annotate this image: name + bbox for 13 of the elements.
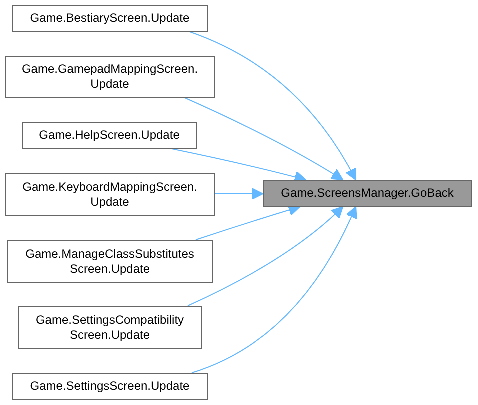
arrow xyxy=(188,206,344,306)
function-box: Game.KeyboardMappingScreen. Update xyxy=(5,173,215,216)
arrow xyxy=(192,206,358,374)
function-box: Game.SettingsScreen.Update xyxy=(12,373,208,400)
focus-function-box: Game.ScreensManager.GoBack xyxy=(263,180,472,207)
function-box: Game.BestiaryScreen.Update xyxy=(12,5,208,32)
function-box: Game.GamepadMappingScreen. Update xyxy=(5,56,215,98)
arrow xyxy=(184,98,344,181)
function-box: Game.ManageClassSubstitutes Screen.Update xyxy=(7,240,213,283)
arrow xyxy=(190,32,357,181)
function-box: Game.HelpScreen.Update xyxy=(22,122,197,149)
function-box: Game.SettingsCompatibility Screen.Update xyxy=(18,306,202,349)
arrow xyxy=(214,188,264,200)
